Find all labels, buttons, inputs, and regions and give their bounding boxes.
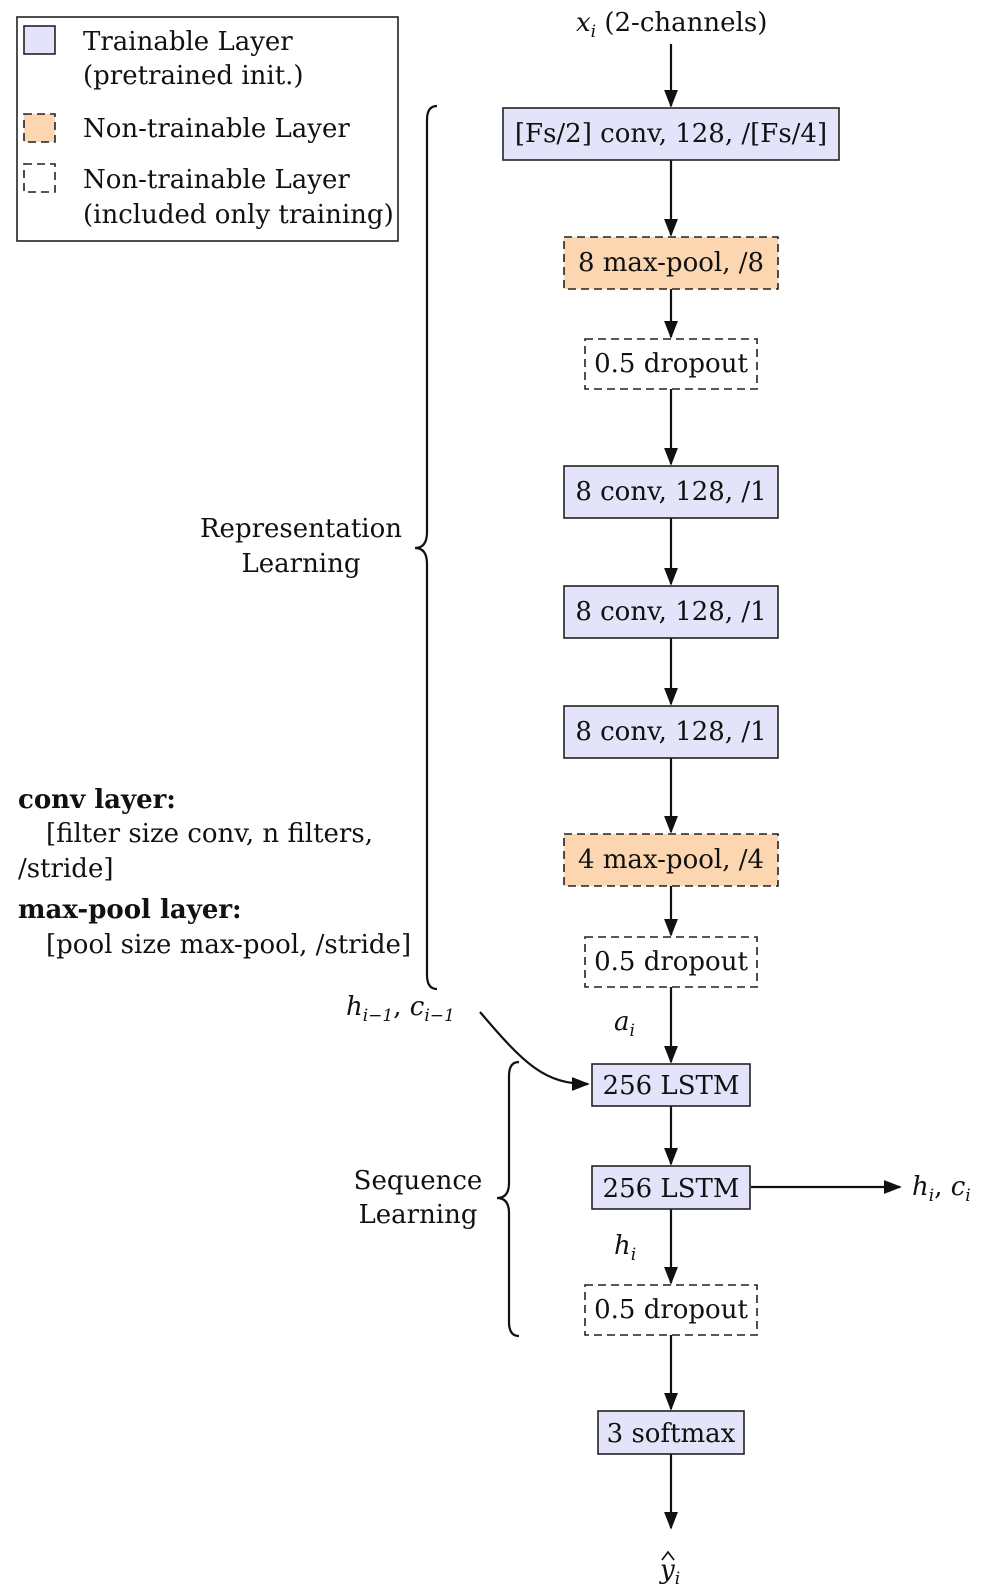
layer-drop2: 0.5 dropout <box>584 936 758 988</box>
representation-group-label-2: Learning <box>241 549 360 579</box>
layer-lstm2-box <box>591 1165 751 1210</box>
input-label: xi (2-channels) <box>576 8 767 42</box>
layer-conv1-box <box>563 465 779 519</box>
sequence-group-label-2: Learning <box>358 1200 477 1230</box>
state-out-h-sub: i <box>929 1186 934 1206</box>
layer-conv2: 8 conv, 128, /1 <box>563 585 779 639</box>
state-out-sep: , <box>934 1172 951 1202</box>
state-in-c-sub: i−1 <box>424 1006 455 1026</box>
output-hat-icon <box>661 1550 675 1561</box>
edge-label-h-sub: i <box>631 1245 636 1265</box>
layer-drop1: 0.5 dropout <box>584 338 758 390</box>
layer-conv3-box <box>563 705 779 759</box>
layer-lstm2: 256 LSTM <box>591 1165 751 1210</box>
legend: Trainable Layer (pretrained init.) Non-t… <box>16 16 399 242</box>
state-in-h: h <box>346 992 363 1022</box>
layer-softmax-label: 3 softmax <box>607 1419 736 1449</box>
layer-pool1-label: 8 max-pool, /8 <box>578 248 764 278</box>
layer-drop2-box <box>584 936 758 988</box>
legend-dropout-swatch <box>23 163 56 193</box>
layer-drop1-label: 0.5 dropout <box>594 349 748 379</box>
layer-softmax-box <box>597 1410 745 1455</box>
edges <box>479 44 902 1530</box>
sequence-brace <box>496 1060 520 1338</box>
layer-conv2-label: 8 conv, 128, /1 <box>575 597 766 627</box>
state-out-label: hi, ci <box>912 1172 971 1206</box>
layer-conv0: [Fs/2] conv, 128, /[Fs/4] <box>502 107 840 161</box>
pool-note-title: max-pool layer: <box>18 895 242 925</box>
pool-note-line1: [pool size max-pool, /stride] <box>46 930 411 960</box>
state-out-h: h <box>912 1172 929 1202</box>
layer-conv0-box <box>502 107 840 161</box>
legend-trainable-swatch <box>23 25 56 55</box>
layer-drop3-label: 0.5 dropout <box>594 1295 748 1325</box>
layer-conv0-label: [Fs/2] conv, 128, /[Fs/4] <box>515 119 827 149</box>
layer-lstm1: 256 LSTM <box>591 1063 751 1107</box>
layer-lstm2-label: 256 LSTM <box>603 1174 740 1204</box>
input-desc: (2-channels) <box>596 8 767 38</box>
layer-pool2: 4 max-pool, /4 <box>563 833 779 887</box>
layer-pool1-box <box>563 236 779 290</box>
conv-note-line2: /stride] <box>18 854 113 884</box>
layer-pool2-box <box>563 833 779 887</box>
layer-conv2-box <box>563 585 779 639</box>
edge-label-a-sub: i <box>630 1021 635 1041</box>
edge-label-h: hi <box>614 1231 636 1265</box>
layer-lstm1-label: 256 LSTM <box>603 1071 740 1101</box>
layer-drop2-label: 0.5 dropout <box>594 947 748 977</box>
edge-label-h-var: h <box>614 1231 631 1261</box>
layer-lstm1-box <box>591 1063 751 1107</box>
layer-drop1-box <box>584 338 758 390</box>
layer-conv1: 8 conv, 128, /1 <box>563 465 779 519</box>
layer-notes: conv layer: [filter size conv, n filters… <box>18 785 411 960</box>
output-label: yi <box>659 1550 680 1589</box>
legend-frozen-swatch <box>23 113 56 143</box>
layer-conv3-label: 8 conv, 128, /1 <box>575 717 766 747</box>
legend-frozen-label: Non-trainable Layer <box>83 114 350 144</box>
state-in-label: hi−1, ci−1 <box>346 992 455 1026</box>
state-in-c: c <box>410 992 425 1022</box>
output-sub: i <box>675 1569 680 1589</box>
edge-label-a-var: a <box>614 1007 630 1037</box>
legend-dropout-sublabel: (included only training) <box>83 200 394 230</box>
representation-brace <box>414 104 438 991</box>
layer-pool1: 8 max-pool, /8 <box>563 236 779 290</box>
input-var: x <box>576 8 591 38</box>
state-out-c: c <box>951 1172 966 1202</box>
layer-drop3-box <box>584 1284 758 1336</box>
legend-frame <box>16 16 399 242</box>
state-in-sep: , <box>393 992 410 1022</box>
layer-pool2-label: 4 max-pool, /4 <box>578 845 764 875</box>
layer-conv1-label: 8 conv, 128, /1 <box>575 477 766 507</box>
sequence-group-label: Sequence <box>354 1166 483 1196</box>
legend-dropout-label: Non-trainable Layer <box>83 165 350 195</box>
legend-trainable-label: Trainable Layer <box>83 27 293 57</box>
layer-drop3: 0.5 dropout <box>584 1284 758 1336</box>
edge-label-a: ai <box>614 1007 635 1041</box>
layer-nodes: [Fs/2] conv, 128, /[Fs/4] 8 max-pool, /8… <box>502 107 840 1455</box>
legend-trainable-sublabel: (pretrained init.) <box>83 61 304 91</box>
edge-state-in-lstm1 <box>479 1011 590 1091</box>
output-label-text: yi <box>659 1555 680 1589</box>
state-in-h-sub: i−1 <box>363 1006 394 1026</box>
representation-group-label: Representation <box>200 514 402 544</box>
layer-softmax: 3 softmax <box>597 1410 745 1455</box>
output-var: y <box>659 1555 675 1585</box>
input-sub: i <box>591 22 596 42</box>
state-out-c-sub: i <box>965 1186 970 1206</box>
conv-note-line1: [filter size conv, n filters, <box>46 819 373 849</box>
layer-conv3: 8 conv, 128, /1 <box>563 705 779 759</box>
conv-note-title: conv layer: <box>18 785 176 815</box>
